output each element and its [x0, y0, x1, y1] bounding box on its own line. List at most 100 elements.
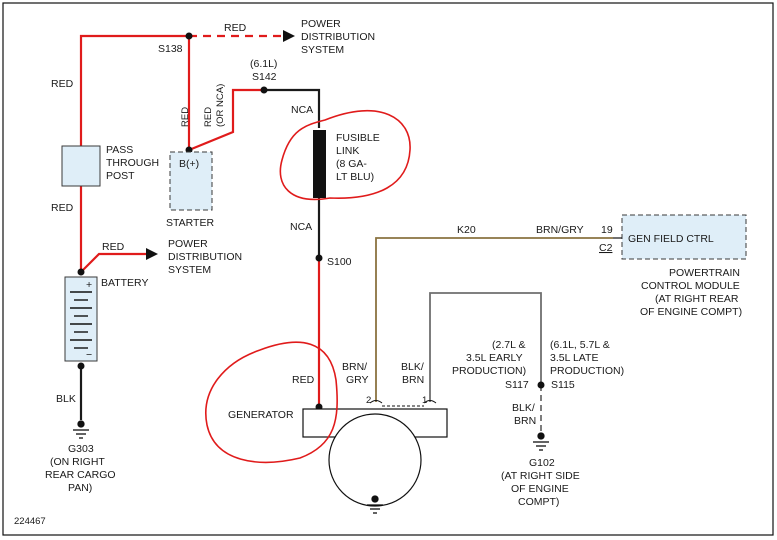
blk-brn-wire: [429, 292, 542, 402]
label-g303-4: PAN): [68, 482, 92, 494]
label-red-left-upper: RED: [51, 78, 74, 90]
label-pin-19: 19: [601, 224, 613, 236]
label-nca-bottom: NCA: [290, 221, 312, 233]
label-s115-1: (6.1L, 5.7L &: [550, 339, 610, 351]
battery-negative-dot: [77, 362, 85, 370]
generator-connector-pins: [369, 400, 437, 404]
splice-s115: [537, 381, 545, 389]
label-red-top: RED: [224, 22, 247, 34]
label-blk-brn-2: BRN: [402, 374, 424, 386]
label-pds-mid-2: DISTRIBUTION: [168, 251, 242, 263]
label-red-generator: RED: [292, 374, 315, 386]
ground-generator-icon: [367, 495, 383, 514]
label-s142: S142: [252, 71, 277, 83]
label-g102-3: OF ENGINE: [511, 483, 569, 495]
label-s115-3: PRODUCTION): [550, 365, 624, 377]
annotation-circle-generator-red: [205, 341, 338, 464]
label-pin-1: 1: [422, 395, 427, 406]
label-s117-3: PRODUCTION): [452, 365, 526, 377]
label-pds-top-3: SYSTEM: [301, 44, 344, 56]
label-pcm-2: CONTROL MODULE: [641, 280, 740, 292]
label-starter-terminal: B(+): [179, 158, 199, 170]
label-s117-2: 3.5L EARLY: [466, 352, 523, 364]
battery-cells-icon: [70, 291, 92, 349]
label-red-vertical-a: RED: [180, 107, 191, 127]
label-battery-minus: −: [86, 349, 92, 361]
label-pcm-4: OF ENGINE COMPT): [640, 306, 742, 318]
label-brn-gry-top: BRN/GRY: [536, 224, 584, 236]
text-labels: RED POWER DISTRIBUTION SYSTEM S138 RED R…: [14, 18, 742, 527]
label-fusible-4: LT BLU): [336, 171, 374, 183]
generator-body: [328, 413, 422, 507]
label-nca-top: NCA: [291, 104, 313, 116]
label-g102-4: COMPT): [518, 496, 559, 508]
label-s117: S117: [505, 379, 529, 391]
label-s100: S100: [327, 256, 352, 268]
label-blk-brn-ground-1: BLK/: [512, 402, 535, 414]
label-blk-brn-ground-2: BRN: [514, 415, 536, 427]
label-pds-mid-1: POWER: [168, 238, 208, 250]
label-s142-engine: (6.1L): [250, 58, 277, 70]
label-pin-2: 2: [366, 395, 371, 406]
label-pds-mid-3: SYSTEM: [168, 264, 211, 276]
label-pds-top-2: DISTRIBUTION: [301, 31, 375, 43]
label-pcm-3: (AT RIGHT REAR: [655, 293, 739, 305]
label-starter: STARTER: [166, 217, 214, 229]
label-g102: G102: [529, 457, 555, 469]
label-pass-2: THROUGH: [106, 157, 159, 169]
red-wires: [79, 34, 321, 407]
figure-id: 224467: [14, 516, 46, 527]
label-red-left-lower: RED: [51, 202, 74, 214]
label-g303: G303: [68, 443, 94, 455]
label-battery: BATTERY: [101, 277, 148, 289]
label-pass-3: POST: [106, 170, 135, 182]
nca-wire-top: [264, 88, 321, 128]
battery-positive-dot: [77, 268, 85, 276]
red-wire-s142-starter: [188, 88, 264, 152]
label-pds-top-1: POWER: [301, 18, 341, 30]
label-red-vertical-b2: (OR NCA): [215, 84, 226, 127]
splice-s142: [260, 86, 268, 94]
label-battery-plus: +: [86, 279, 92, 291]
red-wire-left-trunk: [79, 34, 189, 272]
label-s115: S115: [551, 379, 575, 391]
fusible-link: [313, 130, 326, 198]
label-red-vertical-b1: RED: [203, 107, 214, 127]
brn-gry-wire: [375, 237, 613, 402]
label-fusible-3: (8 GA-: [336, 158, 367, 170]
label-red-battery: RED: [102, 241, 125, 253]
pass-through-post: [61, 145, 101, 187]
annotation-circle-fusible-link: [279, 110, 411, 201]
starter: [169, 151, 213, 211]
label-s138: S138: [158, 43, 183, 55]
label-s115-2: 3.5L LATE: [550, 352, 598, 364]
arrow-pds-mid-icon: [146, 248, 158, 260]
label-pcm-1: POWERTRAIN: [669, 267, 740, 279]
splice-s138: [185, 32, 193, 40]
label-pass-1: PASS: [106, 144, 133, 156]
label-fusible-2: LINK: [336, 145, 359, 157]
label-brn-gry-2: GRY: [346, 374, 369, 386]
splice-s100: [315, 254, 323, 262]
label-blk-brn-1: BLK/: [401, 361, 424, 373]
label-s117-1: (2.7L &: [492, 339, 525, 351]
arrow-pds-top-icon: [283, 30, 295, 42]
ground-g102-icon: [533, 432, 549, 451]
label-brn-gry-1: BRN/: [342, 361, 367, 373]
black-wires: [79, 88, 321, 420]
label-fusible-1: FUSIBLE: [336, 132, 380, 144]
label-g303-3: REAR CARGO: [45, 469, 116, 481]
label-gen-field-ctrl: GEN FIELD CTRL: [628, 233, 714, 245]
label-k20: K20: [457, 224, 476, 236]
label-blk-battery: BLK: [56, 393, 76, 405]
ground-g303-icon: [73, 420, 89, 439]
battery: [64, 276, 98, 362]
label-g303-2: (ON RIGHT: [50, 456, 105, 468]
powertrain-control-module: [621, 214, 747, 260]
label-generator: GENERATOR: [228, 409, 294, 421]
red-wire-battery-pds: [80, 252, 146, 273]
label-g102-2: (AT RIGHT SIDE: [501, 470, 580, 482]
label-c2: C2: [599, 242, 613, 254]
